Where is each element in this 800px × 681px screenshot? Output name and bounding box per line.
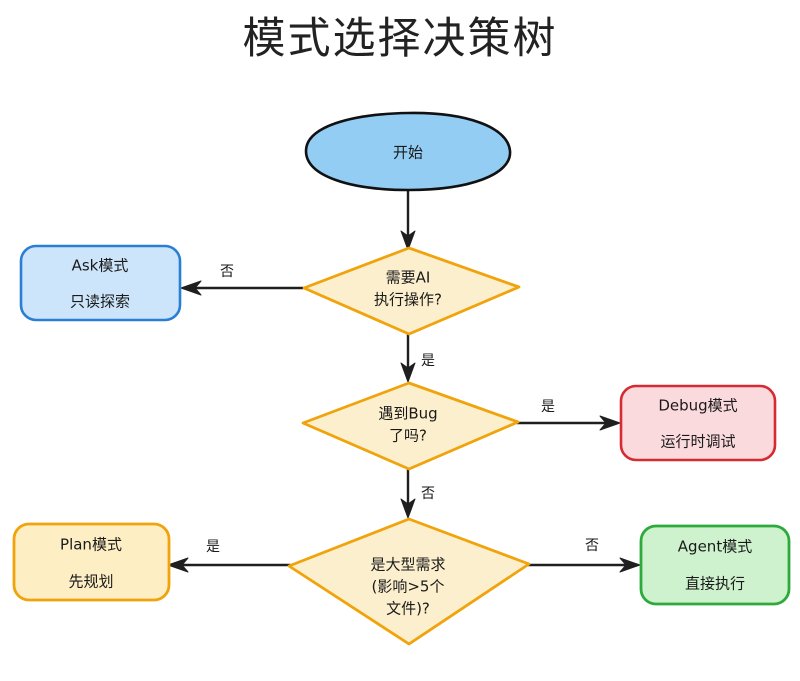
ask-shape: [19, 244, 182, 322]
agent-shape: [639, 524, 791, 606]
edge-label-no: 否: [585, 538, 599, 554]
plan-subtitle: 先规划: [68, 573, 113, 591]
arrow-head-icon: [180, 280, 202, 296]
edge-decision2-to-decision3: 否: [400, 466, 435, 519]
decision3-label-line1: 是大型需求: [370, 556, 445, 574]
arrow-head-icon: [167, 557, 189, 573]
debug-title: Debug模式: [658, 397, 737, 415]
node-decision-has-bug[interactable]: 遇到Bug 了吗?: [301, 381, 520, 471]
ask-title: Ask模式: [72, 257, 129, 275]
edge-label-no: 否: [421, 486, 435, 502]
node-decision-large-request[interactable]: 是大型需求 (影响>5个 文件)?: [287, 517, 531, 646]
edge-decision2-to-debug: 是: [515, 399, 621, 431]
agent-subtitle: 直接执行: [685, 575, 745, 593]
edge-label-no: 否: [220, 264, 234, 280]
plan-title: Plan模式: [60, 536, 122, 554]
decision1-shape: [302, 246, 521, 336]
node-decision-need-ai[interactable]: 需要AI 执行操作?: [302, 246, 521, 336]
debug-subtitle: 运行时调试: [660, 433, 735, 451]
arrow-head-icon: [400, 362, 416, 383]
edge-label-yes: 是: [421, 353, 435, 369]
node-ask-mode[interactable]: Ask模式 只读探索: [19, 244, 182, 322]
page-title: 模式选择决策树: [242, 14, 558, 64]
debug-shape: [619, 384, 777, 462]
node-debug-mode[interactable]: Debug模式 运行时调试: [619, 384, 777, 462]
edge-label-yes: 是: [541, 399, 555, 415]
edge-decision3-to-agent: 否: [526, 538, 641, 573]
edge-decision1-to-decision2: 是: [400, 331, 435, 383]
edge-decision3-to-plan: 是: [167, 539, 292, 573]
arrow-head-icon: [599, 415, 621, 431]
plan-shape: [12, 522, 171, 602]
decision3-shape: [287, 517, 531, 646]
node-start[interactable]: 开始: [304, 111, 512, 192]
arrow-head-icon: [400, 230, 416, 251]
agent-title: Agent模式: [678, 538, 752, 556]
decision1-label-line1: 需要AI: [386, 269, 431, 287]
decision3-label-line3: 文件)?: [386, 600, 430, 618]
node-agent-mode[interactable]: Agent模式 直接执行: [639, 524, 791, 606]
decision2-label-line2: 了吗?: [389, 427, 427, 445]
start-shape: [304, 111, 512, 192]
node-plan-mode[interactable]: Plan模式 先规划: [12, 522, 171, 602]
arrow-head-icon: [400, 498, 416, 519]
edge-decision1-to-ask: 否: [180, 264, 305, 296]
edge-label-yes: 是: [206, 539, 220, 555]
decision2-label-line1: 遇到Bug: [378, 405, 437, 423]
decision2-shape: [301, 381, 520, 471]
decision3-label-line2: (影响>5个: [372, 578, 445, 596]
arrow-head-icon: [619, 557, 641, 573]
ask-subtitle: 只读探索: [70, 293, 130, 311]
decision1-label-line2: 执行操作?: [374, 291, 442, 309]
edge-start-to-decision1: [400, 186, 416, 251]
start-label: 开始: [393, 144, 423, 162]
